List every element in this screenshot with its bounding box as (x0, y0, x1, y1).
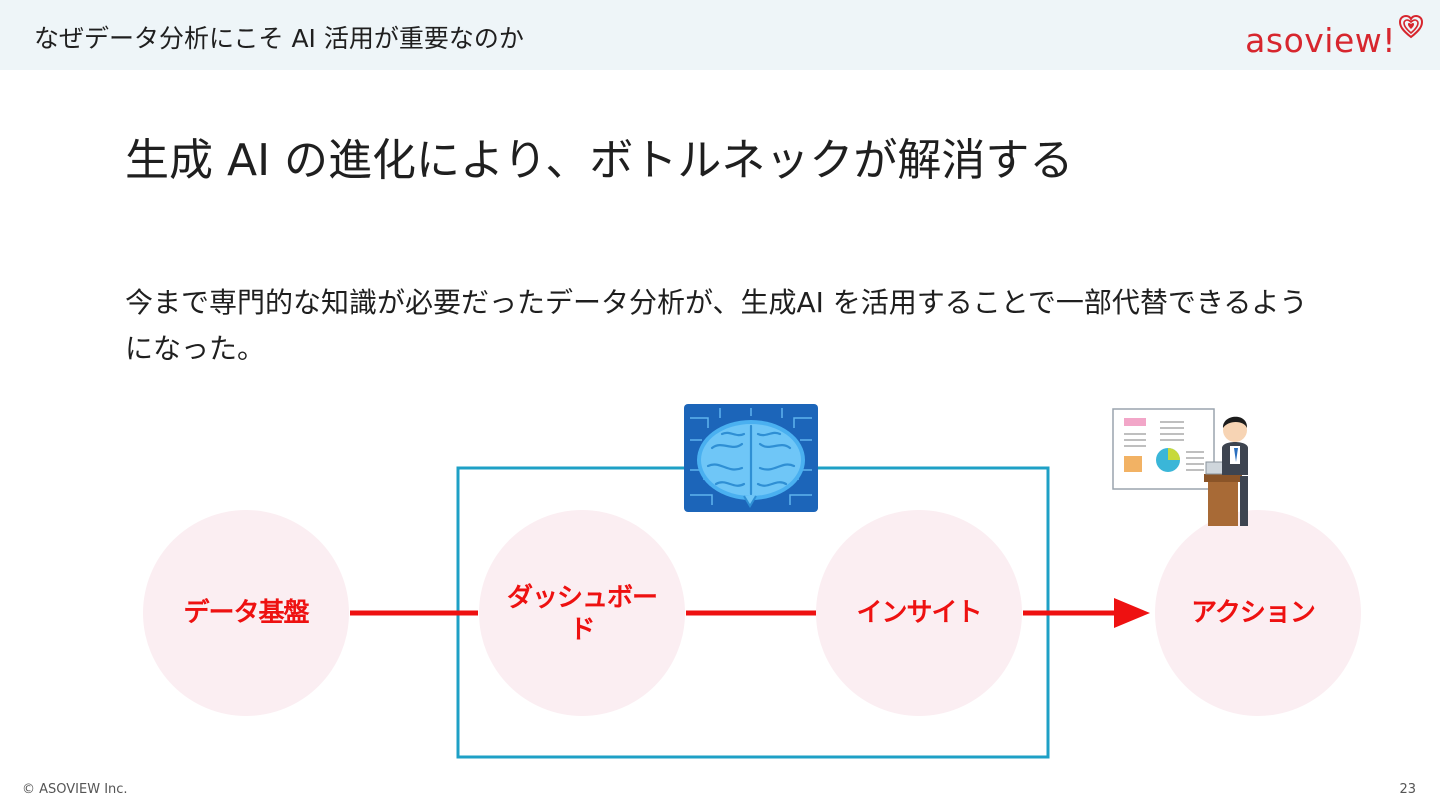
node-label-action: アクション (1150, 597, 1356, 629)
node-label-insight: インサイト (816, 597, 1022, 629)
presenter-icon (1113, 409, 1248, 526)
node-label-data-platform: データ基盤 (143, 597, 349, 629)
footer-copyright: © ASOVIEW Inc. (22, 781, 128, 799)
arrow-head (1114, 598, 1150, 628)
page-number: 23 (1399, 781, 1416, 799)
ai-brain-icon (684, 404, 818, 512)
node-label-dashboard: ダッシュボード (502, 582, 662, 646)
